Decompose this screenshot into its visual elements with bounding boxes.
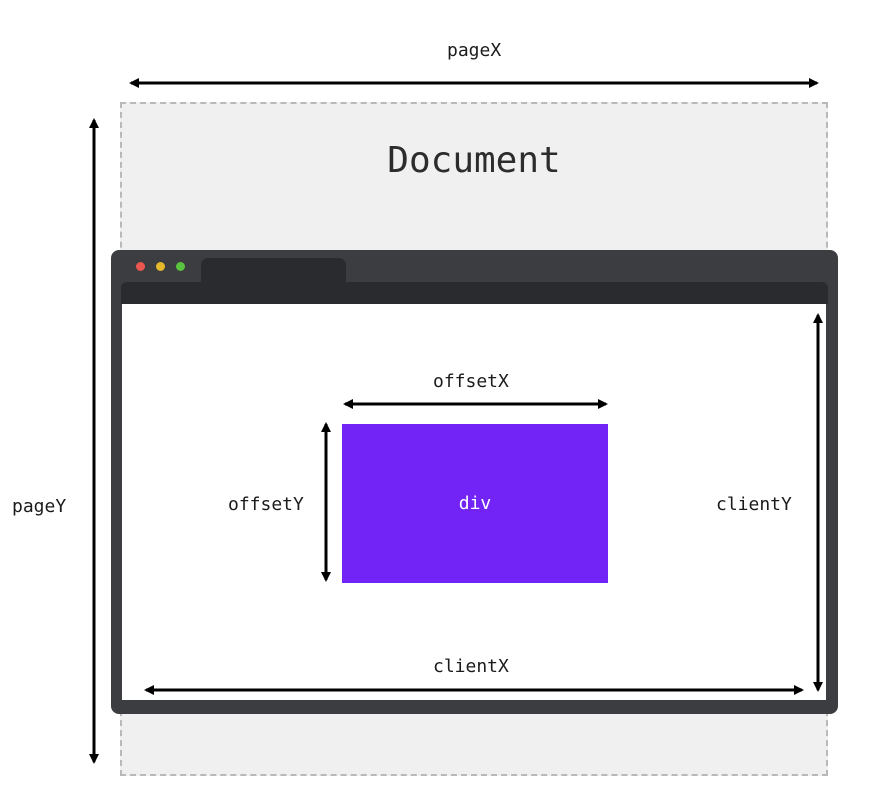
target-div: div — [342, 424, 608, 583]
minimize-dot-icon — [156, 262, 165, 271]
browser-toolbar — [121, 282, 828, 304]
pagex-label: pageX — [447, 40, 502, 61]
offsetx-label: offsetX — [433, 371, 509, 392]
clienty-label: clientY — [716, 494, 792, 515]
document-title: Document — [387, 140, 561, 181]
maximize-dot-icon — [176, 262, 185, 271]
clientx-label: clientX — [433, 656, 509, 677]
div-label: div — [458, 493, 492, 514]
offsety-label: offsetY — [228, 494, 304, 515]
close-dot-icon — [136, 262, 145, 271]
pagey-label: pageY — [12, 496, 67, 517]
